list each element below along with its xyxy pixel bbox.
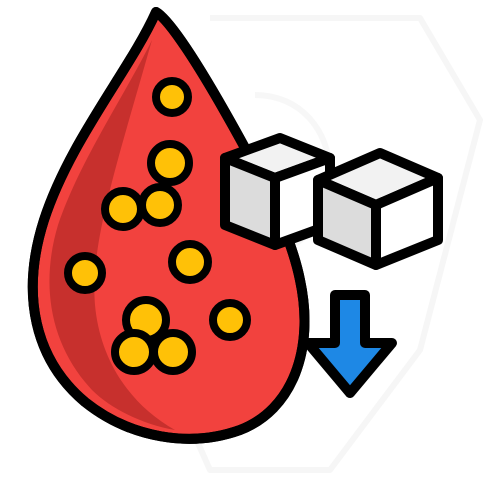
- sugar-cube-right-icon: [313, 148, 443, 270]
- glucose-dot-icon: [209, 299, 251, 341]
- glucose-dot-icon: [64, 252, 106, 294]
- glucose-dot-icon: [152, 77, 192, 117]
- glucose-dot-icon: [138, 183, 182, 227]
- glucose-dot-icon: [101, 187, 145, 231]
- glucose-molecules: [64, 77, 251, 375]
- glucose-dot-icon: [147, 140, 193, 186]
- glucose-dot-icon: [150, 329, 196, 375]
- glucose-dot-icon: [111, 329, 157, 375]
- arrow-down-icon: [303, 290, 397, 398]
- sugar-cubes-icon: [220, 133, 443, 270]
- glucose-dot-icon: [168, 240, 212, 284]
